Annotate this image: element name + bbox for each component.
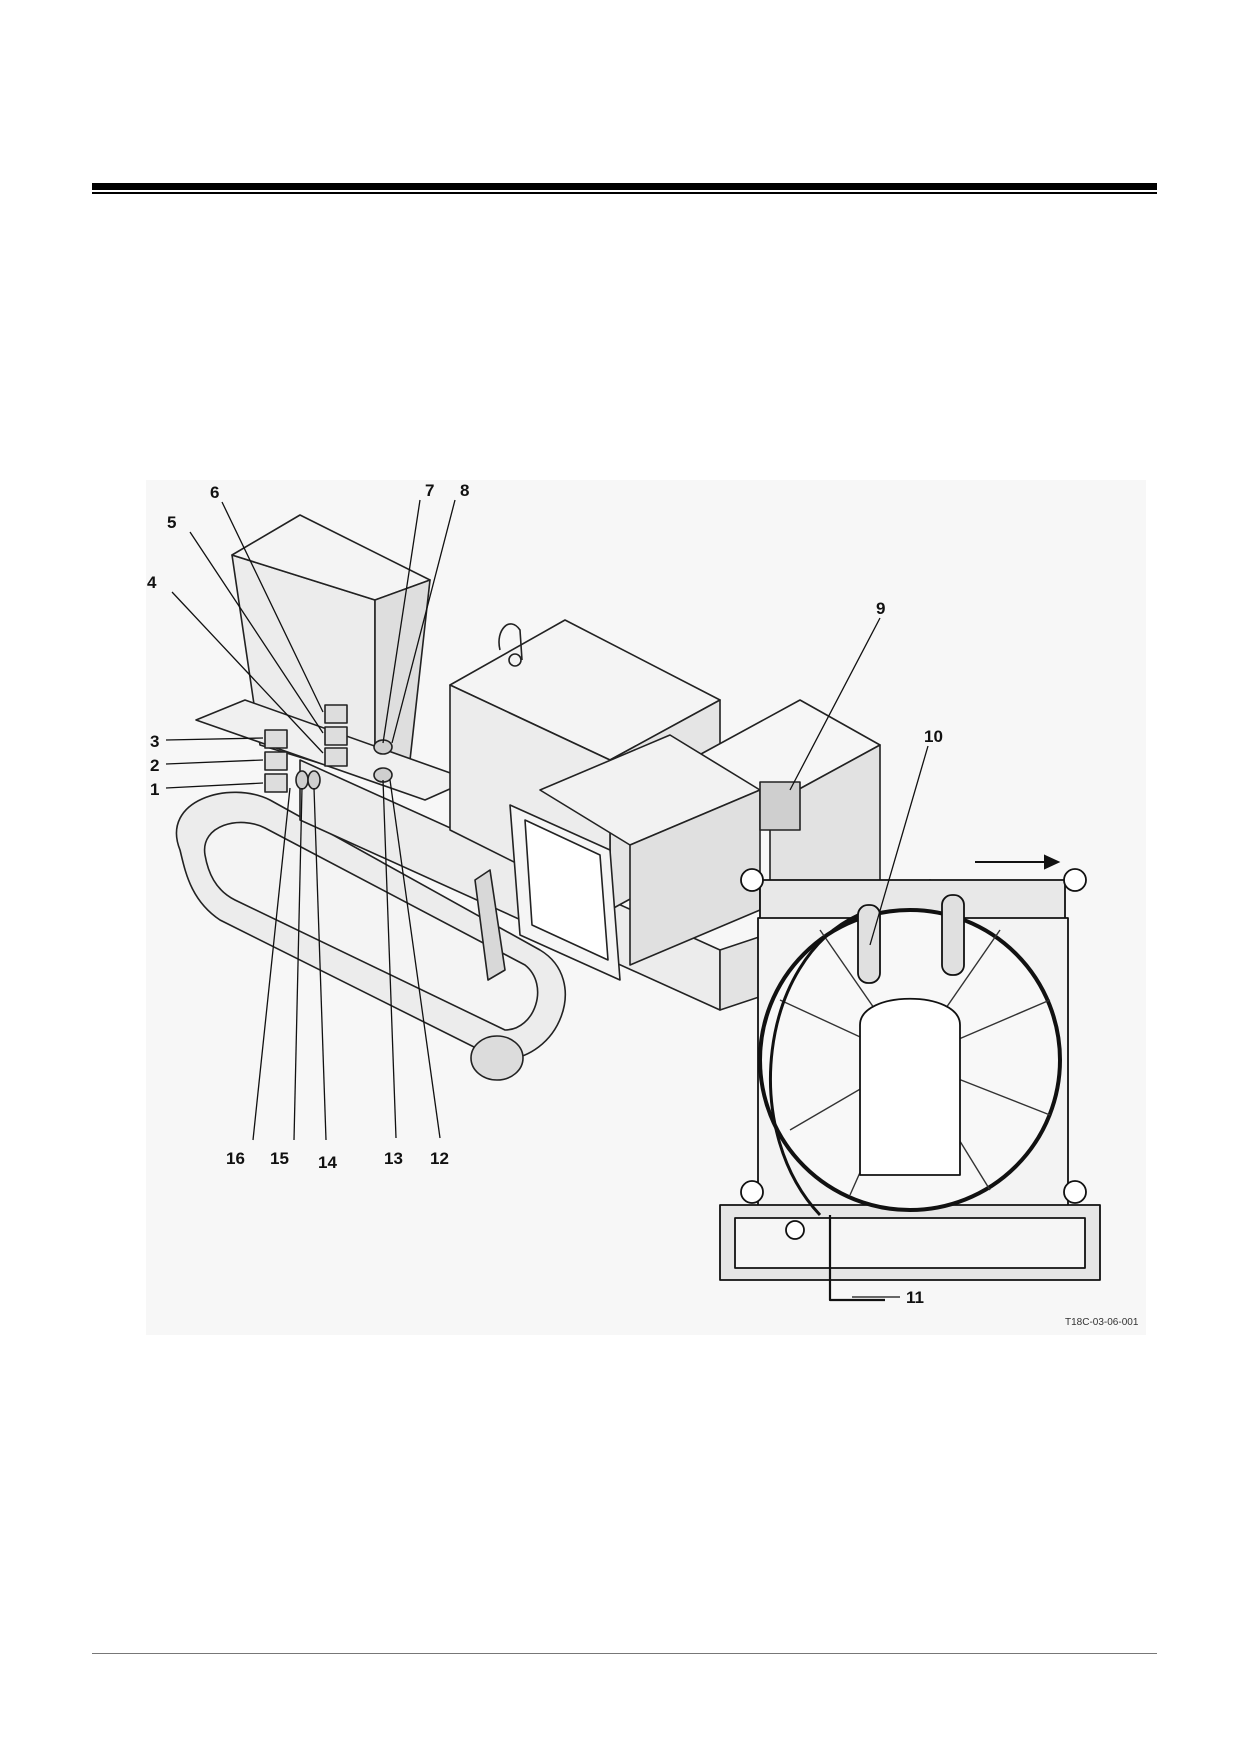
callout-11: 11 — [906, 1288, 924, 1307]
roof-pipe-ring — [508, 653, 522, 667]
callout-1: 1 — [150, 780, 159, 799]
flow-arrow — [975, 854, 1061, 870]
roof-pipe — [498, 623, 523, 661]
component-ring-14 — [307, 770, 321, 790]
radiator-core — [524, 819, 609, 961]
header-rule-thick — [92, 183, 1157, 190]
side-hose — [769, 913, 859, 1217]
callout-6: 6 — [210, 483, 219, 502]
component-box-3 — [264, 729, 288, 749]
component-ring-13 — [373, 767, 393, 783]
component-ring-15 — [295, 770, 309, 790]
callout-10: 10 — [924, 727, 943, 746]
callout-13: 13 — [384, 1149, 403, 1168]
component-box-9 — [759, 781, 801, 831]
overflow-tank-left — [857, 904, 881, 984]
header-rule-thin — [92, 192, 1157, 194]
radiator-detail-drawing — [719, 868, 1101, 1302]
lift-eye-bottom-left — [740, 1180, 764, 1204]
lift-eye-top-left — [740, 868, 764, 892]
idler-wheel — [470, 1035, 524, 1081]
callout-14: 14 — [318, 1153, 337, 1172]
callout-8: 8 — [460, 481, 469, 500]
component-box-2 — [264, 751, 288, 771]
callout-2: 2 — [150, 756, 159, 775]
callout-leaders — [165, 499, 929, 1298]
callout-5: 5 — [167, 513, 176, 532]
lift-eye-top-right — [1063, 868, 1087, 892]
footer-rule — [92, 1653, 1157, 1654]
overflow-tank-right — [941, 894, 965, 976]
component-box-6 — [324, 704, 348, 724]
callout-7: 7 — [425, 481, 434, 500]
component-box-5 — [324, 726, 348, 746]
component-box-1 — [264, 773, 288, 793]
lift-eye-bottom-right — [1063, 1180, 1087, 1204]
callout-15: 15 — [270, 1149, 289, 1168]
callout-4: 4 — [147, 573, 157, 592]
drain-valve — [785, 1220, 805, 1240]
mast-bracket — [474, 869, 506, 981]
callout-16: 16 — [226, 1149, 245, 1168]
fan-hub-housing — [859, 997, 961, 1176]
callout-3: 3 — [150, 732, 159, 751]
drain-pipe — [828, 1215, 885, 1302]
callout-9: 9 — [876, 599, 885, 618]
crawler-track-inner — [203, 821, 539, 1031]
callout-12: 12 — [430, 1149, 449, 1168]
component-box-4 — [324, 747, 348, 767]
figure-code: T18C-03-06-001 — [1065, 1317, 1139, 1328]
